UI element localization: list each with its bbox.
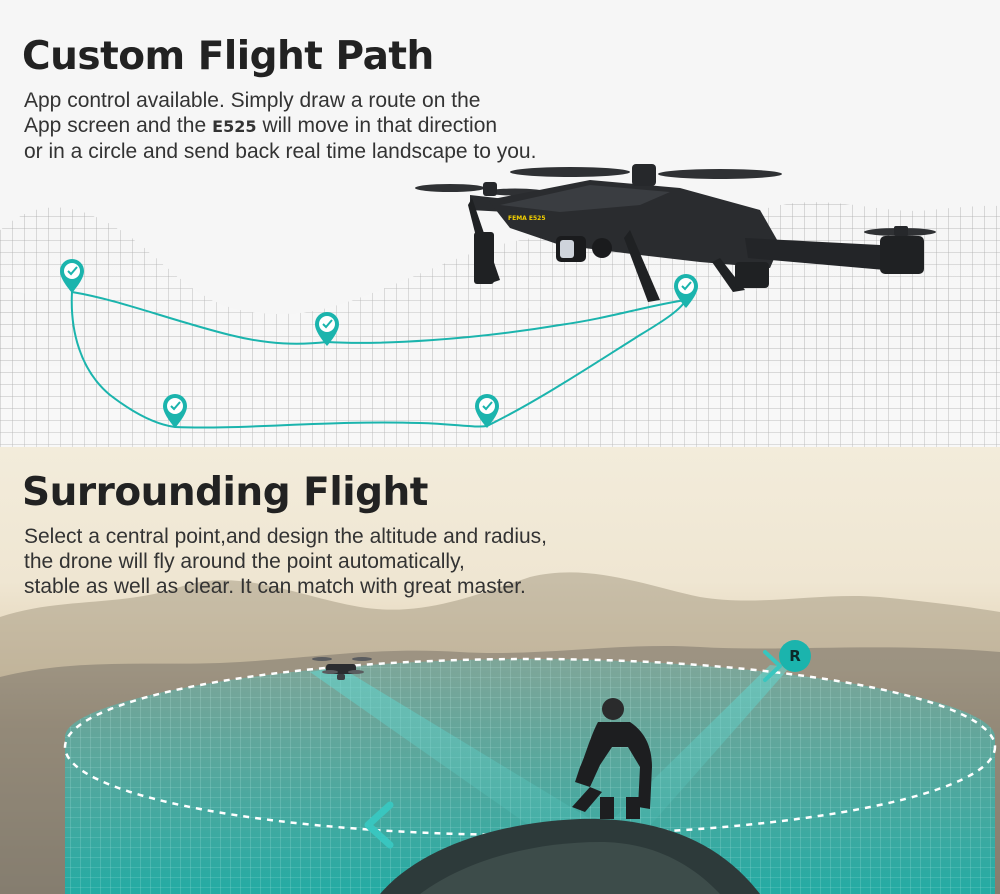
waypoint-pin-icon xyxy=(315,312,339,346)
custom-flight-title: Custom Flight Path xyxy=(22,34,434,79)
orbit-scene-illustration xyxy=(0,572,1000,894)
surrounding-flight-section: Surrounding Flight Select a central poin… xyxy=(0,447,1000,894)
waypoint-pin-icon xyxy=(60,259,84,293)
radius-badge-label: R xyxy=(789,647,801,665)
surrounding-desc-line-2: the drone will fly around the point auto… xyxy=(24,550,465,573)
custom-flight-desc-line-2: App screen and the E525 will move in that … xyxy=(24,113,584,139)
drone-illustration: FEMA E525 xyxy=(415,164,936,302)
desc-line-2-start: App screen and the xyxy=(24,114,207,137)
surrounding-desc-line-1: Select a central point,and design the al… xyxy=(24,525,548,548)
surrounding-flight-title: Surrounding Flight xyxy=(22,470,428,515)
waypoint-pin-icon xyxy=(674,274,698,308)
orbit-drone-icon xyxy=(312,657,372,680)
desc-line-2-end: will move in that direction xyxy=(262,114,498,137)
chevron-right-icon xyxy=(763,650,782,682)
wireframe-terrain-illustration: FEMA E525 xyxy=(0,164,1000,447)
custom-flight-desc-line-1: App control available. Simply draw a rou… xyxy=(24,89,481,112)
drone-model-label: FEMA E525 xyxy=(508,215,546,222)
custom-flight-description: App control available. Simply draw a rou… xyxy=(24,88,584,164)
flight-route-line xyxy=(70,291,687,429)
chevron-left-icon xyxy=(364,801,394,849)
orbit-path-ellipse xyxy=(63,657,997,837)
custom-flight-desc-line-3: or in a circle and send back real time l… xyxy=(24,140,537,163)
radius-badge: R xyxy=(779,640,811,672)
waypoint-pin-icon xyxy=(475,394,499,428)
surrounding-desc-line-3: stable as well as clear. It can match wi… xyxy=(24,575,526,598)
person-silhouette xyxy=(572,698,652,819)
waypoint-pin-icon xyxy=(163,394,187,428)
model-name: E525 xyxy=(212,117,257,136)
surrounding-flight-description: Select a central point,and design the al… xyxy=(24,524,624,599)
custom-flight-section: FEMA E525 Custom Flight Path App control… xyxy=(0,34,1000,447)
